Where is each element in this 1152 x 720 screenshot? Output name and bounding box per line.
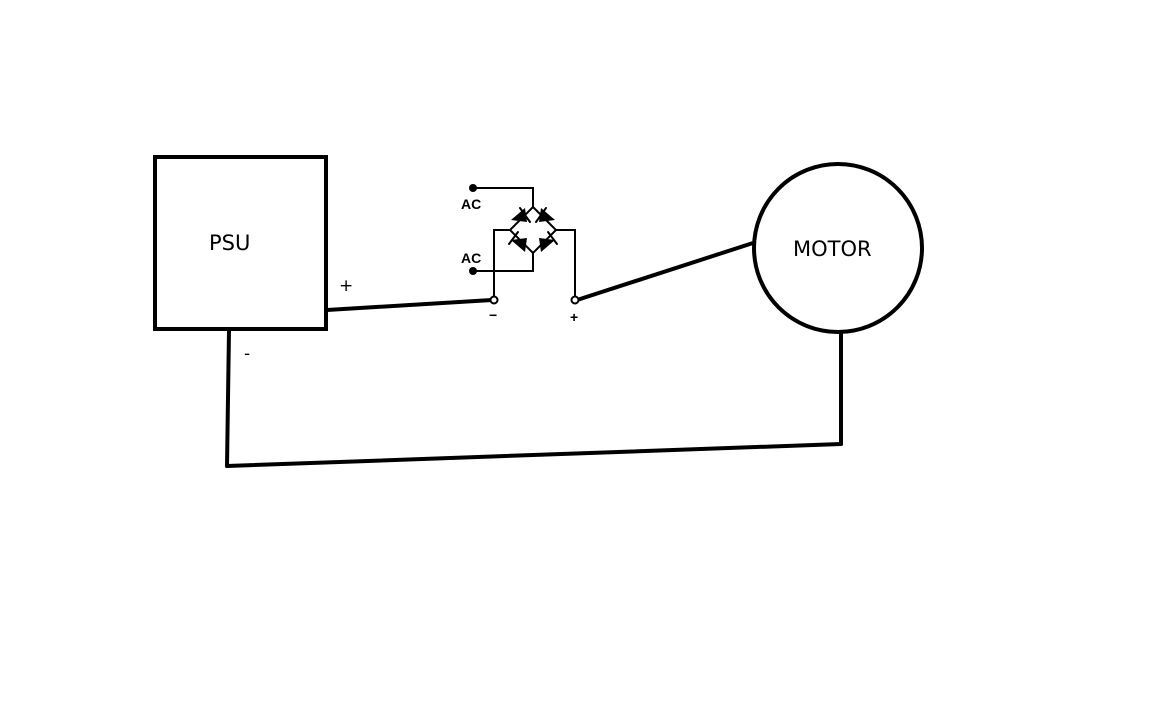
psu-box (153, 155, 328, 331)
bridge-ac-bottom-lead (472, 252, 534, 272)
diode-bottom-right-bar (547, 231, 558, 245)
psu-label: PSU (209, 231, 250, 255)
psu-minus-label: - (244, 344, 250, 364)
diode-top-right-bar (535, 207, 547, 223)
psu-plus-label: + (339, 276, 353, 296)
bridge-neg-lead (493, 229, 511, 301)
bridge-pos-label: + (570, 309, 578, 325)
diode-bottom-left (511, 238, 527, 252)
bridge-pos-lead (555, 229, 576, 301)
bridge-ac-top-label: AC (461, 196, 481, 212)
bridge-rectifier: AC AC − + (461, 184, 580, 325)
wire-psu-plus-to-bridge (325, 298, 494, 312)
diode-bottom-left-bar (508, 231, 519, 245)
terminal-ac-bottom (469, 267, 477, 275)
diode-top-left-bar (519, 207, 531, 223)
bridge-diamond (508, 205, 558, 255)
motor-circle (752, 162, 924, 334)
motor-label: MOTOR (793, 237, 872, 261)
terminal-neg (489, 295, 499, 305)
bridge-ac-bottom-label: AC (461, 250, 481, 266)
bridge-neg-label: − (489, 307, 497, 323)
terminal-ac-top (469, 184, 477, 192)
bridge-ac-top-lead (472, 187, 534, 208)
wire-psu-minus-down (225, 328, 231, 468)
wire-return-bottom (225, 442, 843, 468)
wire-bridge-to-motor (575, 241, 755, 302)
diode-bottom-right (539, 238, 555, 252)
terminal-pos (570, 295, 580, 305)
